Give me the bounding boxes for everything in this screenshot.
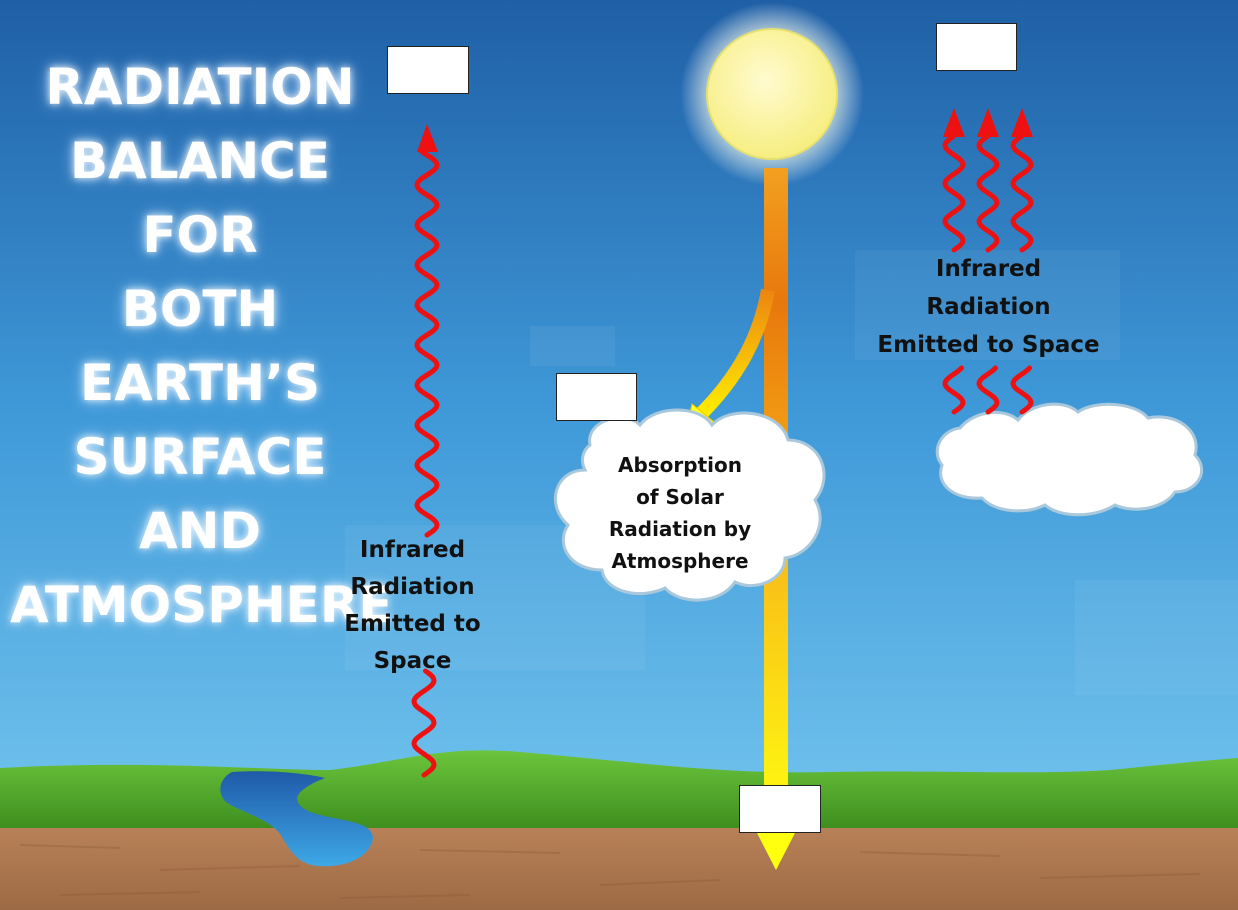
soil-texture	[19, 844, 1201, 899]
absorption-label: Absorption of Solar Radiation by Atmosph…	[590, 449, 770, 577]
infrared-wave-icon	[942, 365, 966, 415]
infrared-arrow-icon	[977, 108, 999, 137]
absorption-curve	[695, 288, 775, 420]
title-line: SURFACE AND	[73, 428, 327, 560]
label-line: Radiation by	[608, 517, 752, 541]
cloud-icon	[935, 402, 1204, 517]
label-line: Emitted to	[344, 611, 481, 637]
label-line: Radiation	[350, 574, 475, 600]
label-line: Infrared	[935, 256, 1042, 282]
answer-box-top-right[interactable]	[936, 23, 1017, 71]
infrared-wave-icon	[1010, 365, 1034, 415]
answer-box-ground[interactable]	[739, 785, 821, 833]
infrared-wave-icon	[1010, 133, 1034, 253]
infrared-wave-icon	[976, 365, 1000, 415]
label-line: Emitted to Space	[877, 332, 1100, 358]
label-panel	[1075, 580, 1238, 695]
page-title: RADIATION BALANCE FOR BOTH EARTH’S SURFA…	[10, 50, 393, 642]
infrared-wave-icon	[976, 133, 1000, 253]
title-line: BALANCE FOR	[69, 132, 331, 264]
label-line: Infrared	[359, 537, 466, 563]
infrared-arrow-icon	[943, 108, 965, 137]
label-panel	[530, 326, 615, 366]
label-line: Absorption	[617, 453, 742, 477]
label-line: Radiation	[926, 294, 1051, 320]
label-line: Atmosphere	[611, 549, 749, 573]
soil-ground	[0, 828, 1238, 910]
title-line: ATMOSPHERE	[10, 576, 393, 634]
infrared-arrow-icon	[1011, 108, 1033, 137]
answer-box-middle[interactable]	[556, 373, 637, 421]
title-line: BOTH	[121, 280, 279, 338]
infrared-wave-icon	[942, 133, 966, 253]
infrared-emitted-label-left: Infrared Radiation Emitted to Space	[335, 532, 490, 680]
infrared-wave-icon	[414, 148, 440, 538]
answer-box-top-left[interactable]	[387, 46, 469, 94]
label-line: Space	[373, 648, 452, 674]
sun-icon	[706, 28, 838, 160]
title-line: EARTH’S	[79, 354, 321, 412]
water-stream-icon	[220, 771, 373, 867]
infrared-arrow-icon	[417, 124, 438, 152]
infrared-wave-icon	[411, 668, 437, 778]
label-line: of Solar	[636, 485, 724, 509]
cloud-icon	[553, 408, 826, 602]
title-line: RADIATION	[45, 58, 355, 116]
label-panel	[855, 250, 1120, 360]
infrared-emitted-label-right: Infrared Radiation Emitted to Space	[866, 250, 1111, 364]
infrared-waves	[411, 133, 1034, 778]
solar-beam-arrow-icon	[757, 833, 795, 870]
